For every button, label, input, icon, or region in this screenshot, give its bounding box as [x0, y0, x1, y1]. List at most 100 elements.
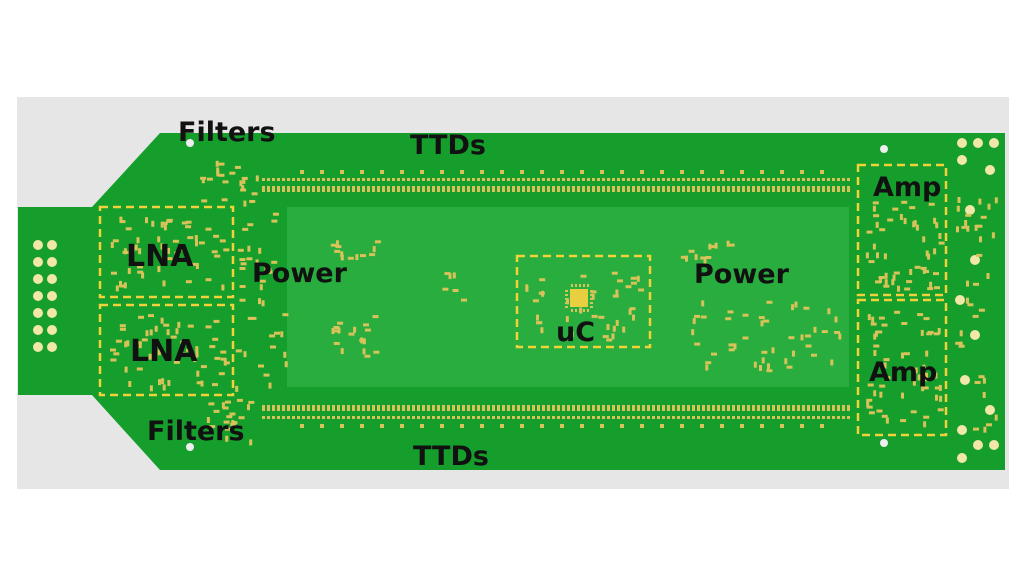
pad — [842, 186, 845, 192]
pad — [427, 405, 430, 411]
pad — [873, 344, 880, 348]
pad — [762, 416, 765, 419]
pad — [627, 178, 630, 181]
pad — [237, 248, 244, 252]
pad — [760, 320, 764, 327]
pad — [920, 329, 924, 336]
pad — [680, 255, 687, 259]
pad — [407, 416, 410, 419]
pad — [119, 324, 126, 328]
pad — [277, 405, 280, 411]
pad — [348, 332, 355, 336]
pad — [728, 348, 735, 352]
pad — [917, 374, 921, 381]
pad — [800, 424, 804, 428]
pad — [362, 416, 365, 419]
pad — [212, 337, 219, 341]
pad — [540, 170, 544, 174]
pad — [218, 173, 225, 177]
pad — [572, 416, 575, 419]
pad — [607, 178, 610, 181]
pad — [767, 405, 770, 411]
pad — [362, 405, 365, 411]
pad — [196, 381, 203, 385]
pad — [870, 322, 877, 326]
pad — [238, 416, 245, 420]
pad — [115, 339, 122, 343]
pad — [961, 225, 968, 229]
pad — [267, 416, 270, 419]
pad — [611, 333, 615, 340]
pad — [717, 416, 720, 419]
pad — [893, 271, 900, 275]
pad — [452, 416, 455, 419]
pad — [752, 186, 755, 192]
pad — [222, 406, 229, 410]
pad — [832, 178, 835, 181]
pad — [336, 240, 339, 247]
pad — [119, 284, 126, 288]
label-filters-top: Filters — [178, 117, 276, 148]
pad — [302, 186, 305, 192]
pad — [732, 186, 735, 192]
pad — [582, 416, 585, 419]
pad — [914, 367, 918, 374]
pad — [600, 170, 604, 174]
pad — [805, 344, 812, 348]
pad — [342, 186, 345, 192]
pad — [587, 405, 590, 411]
pad — [973, 440, 983, 450]
pad — [157, 266, 161, 273]
pad — [742, 313, 749, 317]
label-lna-bottom: LNA — [130, 334, 198, 369]
pad — [982, 377, 986, 384]
pad — [113, 352, 120, 356]
pad — [834, 331, 841, 334]
pad — [397, 178, 400, 181]
pad — [461, 298, 467, 302]
pad — [181, 221, 188, 225]
pad — [752, 178, 755, 181]
pad — [642, 186, 645, 192]
pad — [457, 416, 460, 419]
pad — [201, 177, 205, 184]
pad — [357, 178, 360, 181]
pad — [662, 416, 665, 419]
pad — [737, 416, 740, 419]
label-power-left: Power — [252, 258, 348, 289]
pad — [747, 178, 750, 181]
pad — [382, 178, 385, 181]
pad — [487, 405, 490, 411]
pad — [452, 289, 459, 292]
pad — [340, 251, 344, 258]
pad — [412, 405, 415, 411]
pad — [360, 254, 366, 258]
pad — [827, 186, 830, 192]
pad — [292, 178, 295, 181]
pad — [612, 294, 619, 298]
pad — [377, 405, 380, 411]
pad — [832, 405, 835, 411]
pad — [377, 416, 380, 419]
pad — [711, 352, 717, 356]
pad — [820, 170, 824, 174]
pad — [973, 282, 979, 286]
pad — [195, 263, 199, 269]
pad — [452, 405, 455, 411]
pad — [332, 186, 335, 192]
pad — [766, 369, 773, 373]
pad — [761, 357, 765, 364]
pad — [357, 416, 360, 419]
pad — [33, 257, 43, 267]
pad — [292, 405, 295, 411]
pad — [700, 424, 704, 428]
pad — [933, 217, 937, 224]
pad — [881, 323, 888, 327]
pad — [327, 178, 330, 181]
pad — [360, 170, 364, 174]
pad — [47, 274, 57, 284]
pad — [762, 186, 765, 192]
pad — [33, 274, 43, 284]
pad — [667, 178, 670, 181]
pad — [205, 325, 212, 329]
